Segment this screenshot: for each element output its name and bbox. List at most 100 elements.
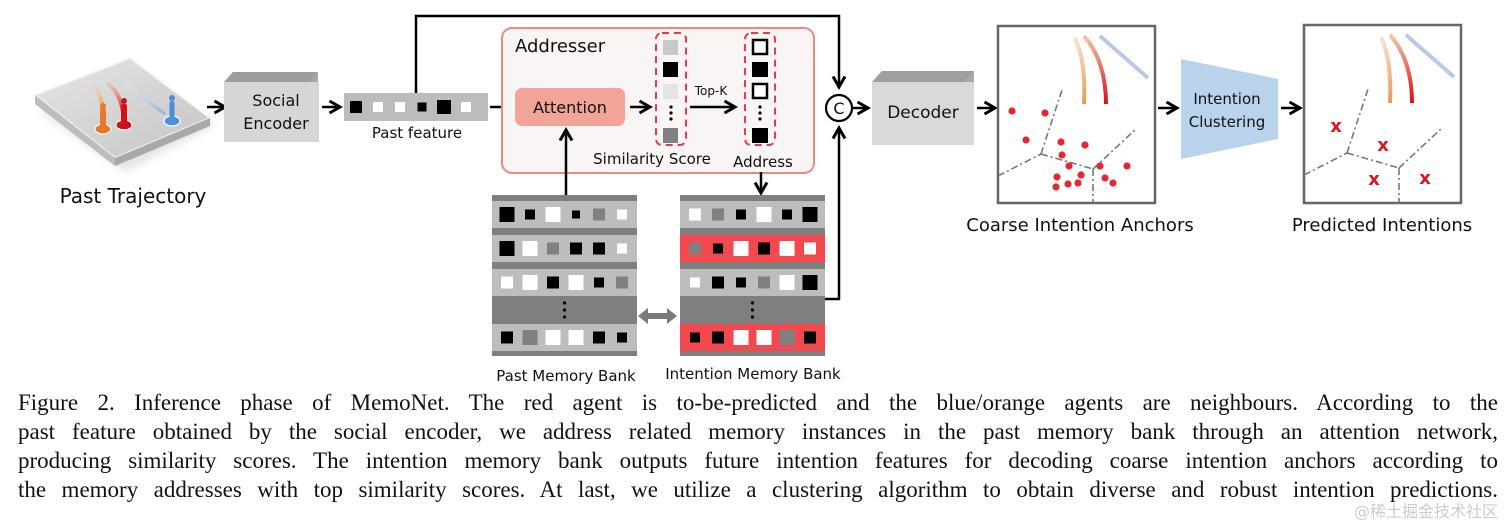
memory-cell (616, 276, 628, 289)
memory-cell (736, 277, 746, 288)
anchor-point (1101, 174, 1109, 182)
predicted-intention-marker: x (1368, 169, 1380, 190)
memory-cell (593, 331, 605, 344)
intention-clustering-block (1181, 59, 1278, 159)
past-memory-bank (492, 195, 637, 356)
bank-separator (492, 262, 637, 269)
addresser-label: Addresser (515, 36, 606, 57)
intention-clustering-label-line2: Clustering (1189, 113, 1265, 131)
top-k-label: Top-K (694, 84, 729, 98)
voronoi-boundary (1303, 152, 1348, 176)
memory-cell (756, 207, 772, 222)
memory-row (492, 269, 637, 296)
ellipsis-dot (562, 315, 567, 319)
anchor-point (1052, 183, 1060, 191)
caption-line: the memory addresses with top similarity… (18, 477, 1498, 502)
memory-cell (758, 276, 770, 289)
blue-future-trajectory (1404, 33, 1456, 79)
memory-cell (568, 330, 584, 345)
intention-clustering-label-line1: Intention (1193, 90, 1260, 108)
similarity-cell (663, 40, 678, 55)
concat-symbol: C (833, 99, 844, 118)
memory-row (680, 269, 825, 296)
address-cell-selected (752, 128, 768, 143)
feature-cell (373, 102, 383, 112)
arrow-intention-bank-to-concat (825, 124, 847, 301)
ellipsis-dot (750, 301, 755, 305)
memory-cell (522, 330, 538, 345)
social-encoder-label-line1: Social (252, 91, 299, 110)
attention-block (515, 88, 625, 126)
ellipsis-dot (758, 111, 762, 115)
anchor-point (1057, 138, 1065, 146)
ellipsis-dot (750, 315, 755, 319)
ellipsis-dot (669, 111, 673, 115)
social-encoder-block (224, 72, 319, 142)
decoder-label: Decoder (887, 103, 959, 123)
memonet-inference-diagram: Past Trajectory Social Encoder Past feat… (33, 14, 1472, 385)
memory-cell (758, 242, 770, 255)
memory-cell (617, 332, 627, 343)
address-label: Address (733, 153, 793, 171)
memory-cell (779, 275, 795, 290)
voronoi-boundary (1040, 153, 1094, 170)
anchor-point (1065, 162, 1073, 170)
feature-cell (437, 100, 451, 114)
memory-cell (733, 241, 749, 256)
memory-cell (522, 241, 538, 256)
memory-row (492, 201, 637, 228)
bank-bottom-band (680, 351, 825, 356)
memory-cell (782, 209, 792, 220)
memory-cell (501, 276, 513, 289)
red-future-trajectory (1388, 33, 1414, 104)
bank-separator (680, 262, 825, 269)
memory-row (492, 324, 637, 351)
memory-cell (525, 209, 535, 220)
red-future-trajectory (1082, 34, 1108, 105)
concat-icon (824, 93, 854, 123)
voronoi-boundary (1346, 152, 1400, 169)
red-agent-icon (115, 98, 133, 131)
address-cell-empty (751, 82, 769, 100)
memory-cell (713, 243, 723, 254)
anchor-point (1053, 173, 1061, 181)
memory-cell (545, 207, 561, 222)
ellipsis-dot (562, 301, 567, 305)
watermark: @稀土掘金技术社区 (1353, 502, 1498, 521)
memory-cell (522, 275, 538, 290)
similarity-cell (663, 62, 678, 77)
memory-cell (594, 277, 604, 288)
past-feature-label: Past feature (372, 124, 462, 142)
caption-line: past feature obtained by the social enco… (18, 419, 1498, 444)
memory-cell (689, 242, 701, 255)
memory-row-selected (680, 324, 825, 351)
memory-cell (804, 242, 816, 255)
caption-line: Figure 2. Inference phase of MemoNet. Th… (18, 390, 1498, 415)
memory-cell (689, 208, 701, 221)
bank-separator (680, 228, 825, 235)
ellipsis-dot (758, 105, 762, 109)
memory-cell (568, 275, 584, 290)
memory-cell (712, 276, 724, 289)
anchor-point (1096, 162, 1104, 170)
memory-cell (802, 275, 818, 290)
past-feature-vector (344, 93, 488, 121)
past-memory-bank-label: Past Memory Bank (496, 367, 636, 385)
similarity-score-label: Similarity Score (593, 150, 711, 168)
memory-cell (547, 276, 559, 289)
caption-line: producing similarity scores. The intenti… (18, 448, 1498, 473)
ellipsis-dot (669, 105, 673, 109)
feature-cell (350, 101, 362, 113)
memory-cell (545, 330, 561, 345)
orange-future-trajectory (1379, 36, 1393, 104)
ellipsis-dot (750, 308, 755, 312)
past-trajectory-label: Past Trajectory (60, 184, 207, 208)
memory-cell (501, 331, 513, 344)
memory-cell (756, 330, 772, 345)
anchor-point (1074, 179, 1082, 187)
ellipsis-dot (562, 308, 567, 312)
memory-cell (804, 331, 816, 344)
ellipsis-dot (669, 117, 673, 121)
feature-cell (417, 102, 427, 112)
address-cell-selected (752, 62, 768, 77)
